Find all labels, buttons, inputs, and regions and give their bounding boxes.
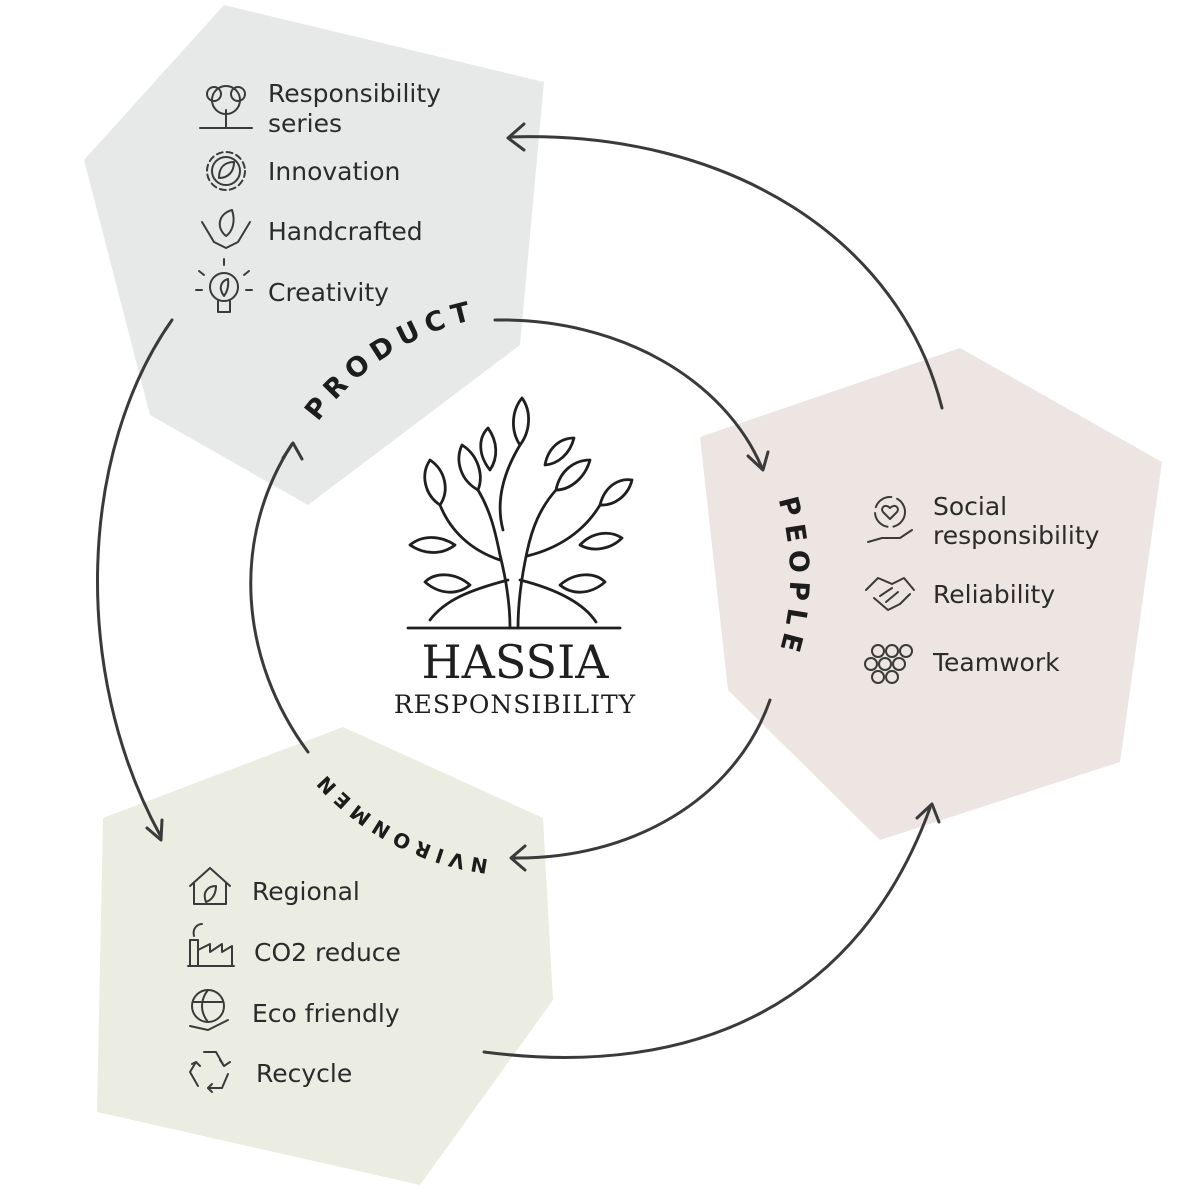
outer-cycle-arrows: [96, 122, 944, 1059]
environment-item: CO2 reduce: [187, 923, 401, 967]
logo-subtitle: RESPONSIBILITY: [394, 690, 636, 719]
tree-icon: [406, 396, 634, 630]
item-label: Responsibility: [268, 79, 441, 108]
product-item-list: Responsibility series Innovation Handcra…: [195, 79, 441, 313]
environment-item: Eco friendly: [189, 989, 400, 1031]
item-label: Handcrafted: [268, 217, 423, 246]
arrow-product-to-environment: [96, 318, 174, 837]
environment-item-list: Regional CO2 reduce Eco friendly: [187, 867, 401, 1093]
arrowhead-people-inner: [746, 450, 770, 472]
product-item: Innovation: [206, 151, 400, 191]
house-leaf-icon: [189, 867, 231, 905]
people-item-list: Social responsibility Reliability T: [864, 492, 1100, 684]
globe-hand-icon: [189, 989, 229, 1031]
product-item: Creativity: [195, 258, 389, 313]
item-label: CO2 reduce: [254, 938, 401, 967]
recycle-icon: [189, 1051, 231, 1093]
environment-item: Regional: [189, 867, 360, 906]
item-label: Regional: [252, 877, 360, 906]
people-item: Reliability: [865, 577, 1055, 611]
arrow-environment-to-product: [249, 442, 310, 754]
item-label: Eco friendly: [252, 999, 400, 1028]
people-item: Teamwork: [864, 644, 1060, 684]
item-label: Reliability: [933, 580, 1055, 609]
product-item: Responsibility series: [199, 79, 441, 138]
item-label-line2: responsibility: [933, 521, 1100, 550]
item-label-line2: series: [268, 109, 342, 138]
arrow-people-to-product: [508, 135, 944, 410]
item-label: Social: [933, 492, 1007, 521]
hand-heart-icon: [867, 496, 913, 543]
logo: HASSIA RESPONSIBILITY: [394, 396, 636, 719]
logo-title: HASSIA: [422, 635, 610, 689]
tree-icon: [199, 85, 253, 129]
lightbulb-leaf-icon: [195, 258, 253, 313]
product-panel: [84, 5, 544, 505]
arrow-environment-to-people: [482, 806, 932, 1059]
people-item: Social responsibility: [867, 492, 1100, 550]
item-label: Innovation: [268, 157, 400, 186]
arrow-people-to-environment: [510, 698, 772, 860]
gear-leaf-icon: [206, 151, 246, 191]
hands-leaf-icon: [201, 209, 251, 249]
team-faces-icon: [864, 644, 913, 684]
factory-icon: [187, 923, 235, 967]
people-panel: [700, 348, 1162, 840]
handshake-icon: [865, 577, 915, 611]
arrowhead-people: [915, 802, 941, 824]
arrowhead-product: [506, 122, 526, 152]
arrow-product-to-people: [493, 318, 764, 470]
arrowhead-environment-inner: [509, 844, 527, 872]
item-label: Creativity: [268, 278, 389, 307]
inner-cycle-arrows: [249, 318, 772, 872]
product-item: Handcrafted: [201, 209, 423, 249]
environment-panel: [97, 727, 553, 1185]
item-label: Recycle: [256, 1059, 352, 1088]
arrowhead-environment: [145, 818, 164, 842]
arrowhead-product-inner: [281, 441, 304, 461]
item-label: Teamwork: [932, 648, 1060, 677]
environment-item: Recycle: [189, 1051, 352, 1093]
